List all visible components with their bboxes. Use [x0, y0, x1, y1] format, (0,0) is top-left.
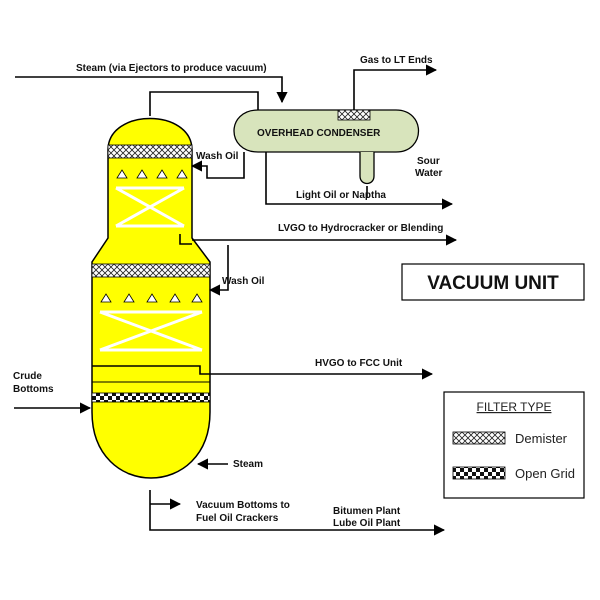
gas-label: Gas to LT Ends [360, 55, 433, 66]
hvgo-label: HVGO to FCC Unit [315, 358, 403, 369]
bitumen-label-1: Bitumen Plant [333, 506, 401, 517]
sour-water-label-1: Sour [417, 156, 440, 167]
upper-demister [107, 144, 193, 159]
legend-box [443, 391, 585, 499]
crude-label-2: Bottoms [13, 384, 54, 395]
legend-title: FILTER TYPE [477, 400, 552, 414]
steam-ejector-label: Steam (via Ejectors to produce vacuum) [76, 63, 267, 74]
light-oil-label: Light Oil or Naptha [296, 190, 386, 201]
steam-bottom-label: Steam [233, 459, 263, 470]
lvgo-draw-tray [179, 234, 192, 245]
legend-grid-label: Open Grid [515, 466, 575, 481]
wash-oil-mid-label: Wash Oil [222, 276, 265, 287]
open-grid-bed [91, 392, 211, 403]
middle-demister [91, 263, 211, 278]
legend-demister-label: Demister [515, 431, 568, 446]
condenser-label: OVERHEAD CONDENSER [257, 128, 381, 139]
sour-water-label-2: Water [415, 168, 443, 179]
diagram-title: VACUUM UNIT [427, 273, 559, 294]
bitumen-label-2: Lube Oil Plant [333, 518, 401, 529]
sour-water-boot [359, 152, 375, 185]
legend-grid-swatch [452, 466, 506, 480]
wash-oil-top-label: Wash Oil [196, 151, 239, 162]
hvgo-draw-tray [92, 365, 210, 375]
vacuum-bottoms-label-1: Vacuum Bottoms to [196, 500, 290, 511]
upper-distributors [116, 169, 188, 179]
overhead-condenser [233, 109, 419, 153]
lvgo-label: LVGO to Hydrocracker or Blending [278, 223, 443, 234]
middle-distributors [100, 293, 203, 303]
middle-packing [99, 310, 203, 352]
vacuum-bottoms-label-2: Fuel Oil Crackers [196, 513, 279, 524]
upper-packing [115, 186, 185, 228]
condenser-demister [337, 109, 371, 121]
piping [14, 64, 458, 536]
title-box [401, 263, 585, 301]
legend-demister-swatch [452, 431, 506, 445]
crude-label-1: Crude [13, 371, 42, 382]
